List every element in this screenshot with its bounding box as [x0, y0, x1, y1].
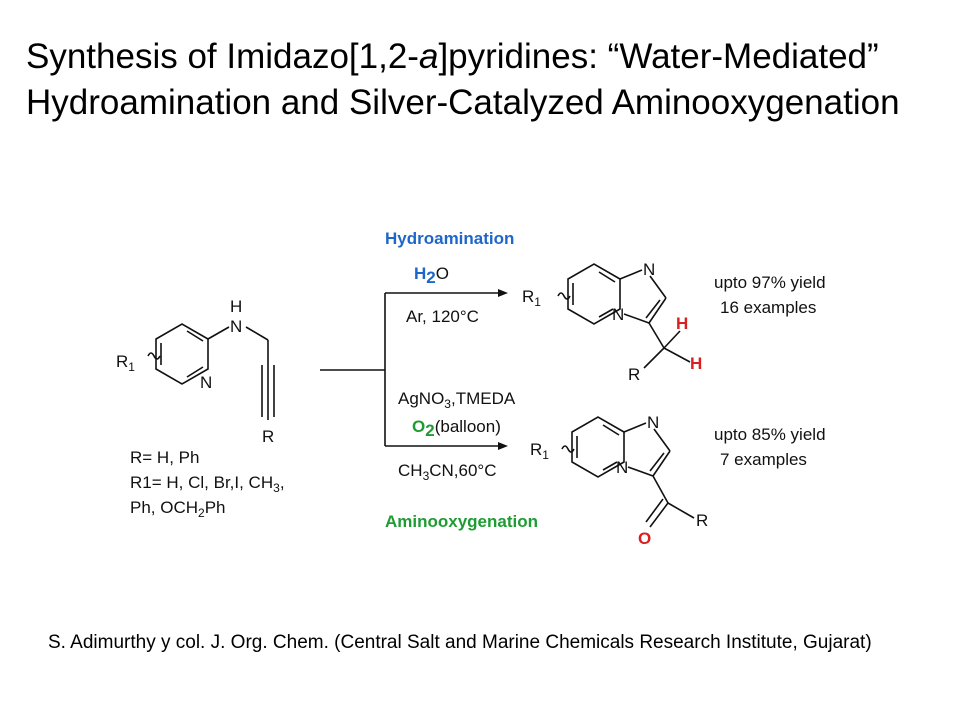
citation: S. Adimurthy y col. J. Org. Chem. (Centr…: [48, 632, 872, 653]
upper-arrowhead: [498, 289, 508, 297]
aminooxygenation-product-structure: R1 N N O R: [530, 413, 708, 548]
hydroamination-product-h-2: H: [690, 354, 702, 373]
reactant-pyridine-ring: [147, 323, 209, 385]
aminooxygenation-product-oxygen: O: [638, 529, 651, 548]
hydroamination-reagent: H2O: [414, 264, 449, 287]
reactant-nh-hydrogen: H: [230, 297, 242, 316]
substituent-r1-line: R1= H, Cl, Br,I, CH3,: [130, 473, 285, 495]
substituent-r-line: R= H, Ph: [130, 448, 199, 467]
aminooxygenation-label: Aminooxygenation: [385, 512, 538, 531]
hydroamination-product-n-top: N: [643, 260, 655, 279]
slide-title: Synthesis of Imidazo[1,2-a]pyridines: “W…: [26, 34, 946, 126]
reactant-alkyne-r: R: [262, 427, 274, 446]
reactant-nh-nitrogen: N: [230, 317, 242, 336]
alkyne-triple-bond: [261, 362, 275, 420]
hydroamination-product-h-1: H: [676, 314, 688, 333]
aminooxygenation-examples: 7 examples: [720, 450, 807, 469]
hydroamination-conditions: Ar, 120°C: [406, 307, 479, 326]
aminooxygenation-product-r: R: [696, 511, 708, 530]
reactant-structure: H N N R1 R: [116, 297, 275, 446]
substituent-r1-line-2: Ph, OCH2Ph: [130, 498, 226, 520]
hydroamination-product-r: R: [628, 365, 640, 384]
substituent-definitions: R= H, Ph R1= H, Cl, Br,I, CH3, Ph, OCH2P…: [130, 448, 285, 520]
branching-arrows: [320, 289, 508, 450]
reactant-ring-nitrogen: N: [200, 373, 212, 392]
aminooxygenation-product-r1: R1: [530, 440, 549, 462]
aminooxygenation-solvent: CH3CN,60°C: [398, 461, 497, 483]
bond-nh-ch2: [245, 326, 269, 341]
aminooxygenation-reagent-2: O2(balloon): [412, 417, 501, 440]
hydroamination-examples: 16 examples: [720, 298, 816, 317]
hydroamination-product-structure: R1 N N H H R: [522, 260, 702, 384]
title-part-2: ]pyridines: “Water-Mediated” Hydroaminat…: [26, 37, 900, 122]
reactant-r1-label: R1: [116, 352, 135, 374]
aminooxygenation-reagent-1: AgNO3,TMEDA: [398, 389, 516, 411]
lower-arrowhead: [498, 442, 508, 450]
aminooxygenation-yield: upto 85% yield: [714, 425, 826, 444]
hydroamination-product-r1: R1: [522, 287, 541, 309]
aminooxygenation-product-n-top: N: [647, 413, 659, 432]
title-part-1: Synthesis of Imidazo[1,2-: [26, 37, 419, 76]
bond-c2-nh: [207, 326, 230, 340]
title-italic: a: [418, 37, 439, 76]
hydroamination-yield: upto 97% yield: [714, 273, 826, 292]
hydroamination-label: Hydroamination: [385, 229, 514, 248]
aminooxygenation-product-n-bridge: N: [616, 458, 628, 477]
hydroamination-product-n-bridge: N: [612, 305, 624, 324]
